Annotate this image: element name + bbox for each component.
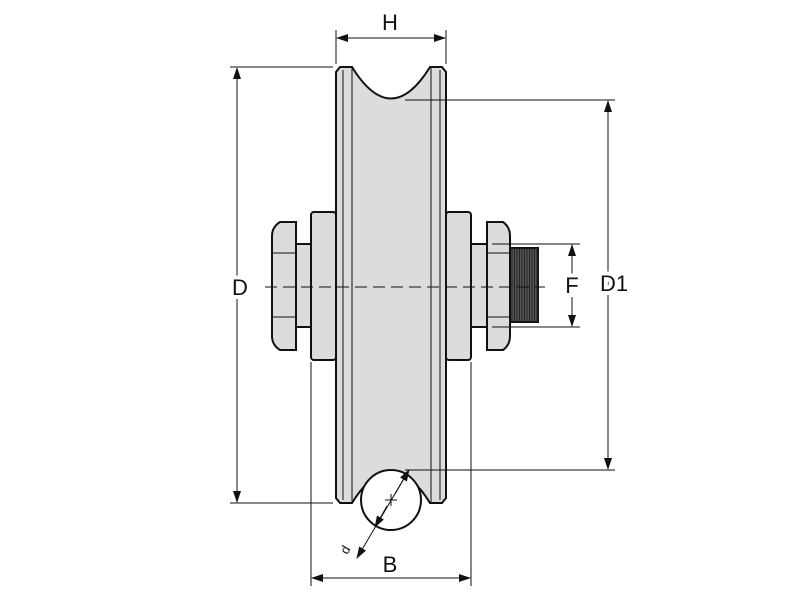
wheel-body bbox=[335, 66, 447, 504]
dimension-D1: D1 bbox=[405, 99, 632, 471]
label-D: D bbox=[232, 275, 248, 300]
left-spacer bbox=[295, 243, 312, 328]
label-d: d bbox=[337, 543, 354, 557]
label-H: H bbox=[382, 10, 398, 35]
label-D1: D1 bbox=[600, 271, 628, 296]
dimension-B: B bbox=[310, 362, 472, 586]
right-hub bbox=[445, 211, 472, 361]
label-F: F bbox=[565, 273, 578, 298]
dimension-D: D bbox=[228, 66, 333, 504]
label-B: B bbox=[383, 552, 398, 577]
right-nut bbox=[486, 221, 511, 351]
dimension-H: H bbox=[335, 10, 447, 64]
threaded-shaft bbox=[509, 247, 539, 323]
right-spacer bbox=[470, 243, 488, 328]
left-hub bbox=[310, 211, 337, 361]
dimension-F: F bbox=[492, 243, 583, 328]
left-nut bbox=[271, 221, 297, 351]
